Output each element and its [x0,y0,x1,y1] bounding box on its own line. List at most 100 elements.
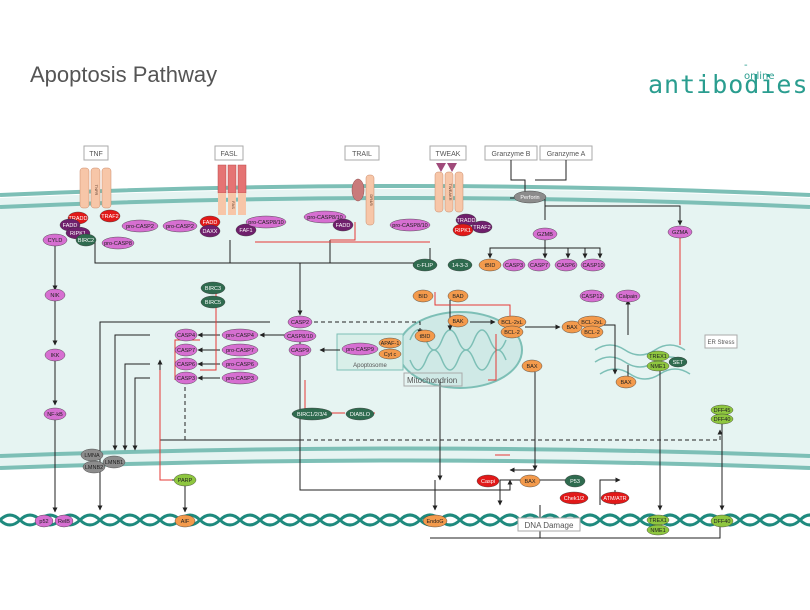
node-casp10-top: CASP10 [580,258,606,272]
node-label: FAF1 [239,228,252,234]
mitochondrion-label-box [403,372,463,387]
node-shape [412,258,438,272]
node-trex1-bot: TREX1 [646,514,670,526]
receptor-label: TWEAKR [448,183,453,200]
node-chek: Chek1/2 [559,491,589,505]
node-shape [54,514,74,528]
node-label: pro-CASP2 [126,224,154,230]
node-bax-r: BAX [561,320,583,334]
node-label: CASP6 [557,263,575,269]
dna-damage-box [517,517,581,532]
node-label: BAX [620,380,631,386]
node-label: BIRC5 [205,300,221,306]
node-label: Cyt c [384,352,397,358]
node-dff40-top: DFF40 [710,413,734,425]
node-label: RIPK1 [70,231,86,237]
node-label: CASP4 [177,333,195,339]
node-label: CASP8/10 [287,334,313,340]
node-lmnb1: LMNB1 [102,455,126,469]
node-label: GZMB [537,232,553,238]
node-birc5: BIRC5 [200,295,226,309]
ligand-granzyme-a: Granzyme A [547,151,586,158]
ligand-granzyme-b: Granzyme B [492,151,531,158]
node-cyld: CYLD [42,233,68,247]
node-pro-casp810-fas: pro-CASP8/10 [245,215,287,229]
node-shape [615,375,637,389]
node-pro-casp6: pro-CASP6 [221,357,259,371]
node-shape [221,328,259,342]
node-set-top: SET [668,356,688,368]
node-shape [174,328,198,342]
node-label: 14-3-3 [452,263,468,269]
node-shape [471,220,493,234]
node-casp12: CASP12 [579,289,605,303]
page-title: Apoptosis Pathway [30,62,218,87]
node-shape [199,224,221,238]
node-shape [341,342,379,356]
node-label: CASP7 [177,348,195,354]
node-shape [561,320,583,334]
node-tnf-c5: pro-CASP2 [121,219,159,233]
node-casp7: CASP7 [174,343,198,357]
node-label: NIK [50,293,60,299]
node-shape [221,357,259,371]
node-bax-low: BAX [519,474,541,488]
node-label: pro-CASP9 [346,347,374,353]
node-nik: NIK [44,288,66,302]
node-shape [527,258,551,272]
receptor-label: TNFR [94,185,99,196]
node-shape [502,258,526,272]
node-cflip: c-FLIP [412,258,438,272]
node-pro-casp3: pro-CASP3 [221,371,259,385]
node-label: TREX1 [649,354,667,360]
node-dff45: DFF45 [710,404,734,416]
node-dff40-bot: DFF40 [710,514,734,528]
node-p52: p52 [34,514,54,528]
node-shape [389,218,431,232]
node-apaf1: APAF-1 [378,337,402,349]
node-shape [174,371,198,385]
receptor-tnfr [79,167,112,209]
node-casp3-top: CASP3 [502,258,526,272]
node-shape [42,233,68,247]
node-lmna: LMNA [80,448,104,462]
node-pro-casp7: pro-CASP7 [221,343,259,357]
ligand-fasl: FASL [220,151,237,158]
node-shape [378,337,402,349]
node-label: TREX1 [649,518,667,524]
node-cytc: Cyt c [378,348,402,360]
node-label: TRAF2 [101,214,118,220]
node-shape [245,215,287,229]
node-gzma: GZMA [667,225,693,239]
node-shape [291,407,333,421]
node-calpain: Calpain [615,289,641,303]
node-label: BIRC2 [78,238,94,244]
node-shape [221,343,259,357]
node-label: BAX [524,479,535,485]
node-label: Caspi [481,479,495,485]
node-label: RIPK1 [455,228,471,234]
node-shape [600,491,630,505]
node-label: SET [673,360,684,366]
nodes-layer: TRADDFADDRIPK1TRAF2pro-CASP2pro-CASP8BIR… [34,183,734,536]
node-atm: ATM/ATR [600,491,630,505]
node-label: BCL-2 [584,330,600,336]
node-shape [559,491,589,505]
node-p53: P53 [564,474,586,488]
node-label: CASP7 [530,263,548,269]
node-label: AIF [181,519,190,525]
node-shape [646,360,670,372]
node-casp810: CASP8/10 [283,329,317,343]
node-shape [101,236,135,250]
node-label: BAK [452,319,463,325]
receptor-tweak [434,163,464,213]
brand-sup: -online [744,60,775,82]
node-label: tBID [420,334,431,340]
node-label: pro-CASP8 [104,241,132,247]
receptor-label: DR4/5 [369,194,374,206]
node-label: CASP12 [581,294,602,300]
node-trail-c1: pro-CASP8/10 [303,210,347,224]
node-shape [519,474,541,488]
node-tweak-c1: TRADD [455,213,477,227]
node-tweak-c3: TRAF2 [471,220,493,234]
